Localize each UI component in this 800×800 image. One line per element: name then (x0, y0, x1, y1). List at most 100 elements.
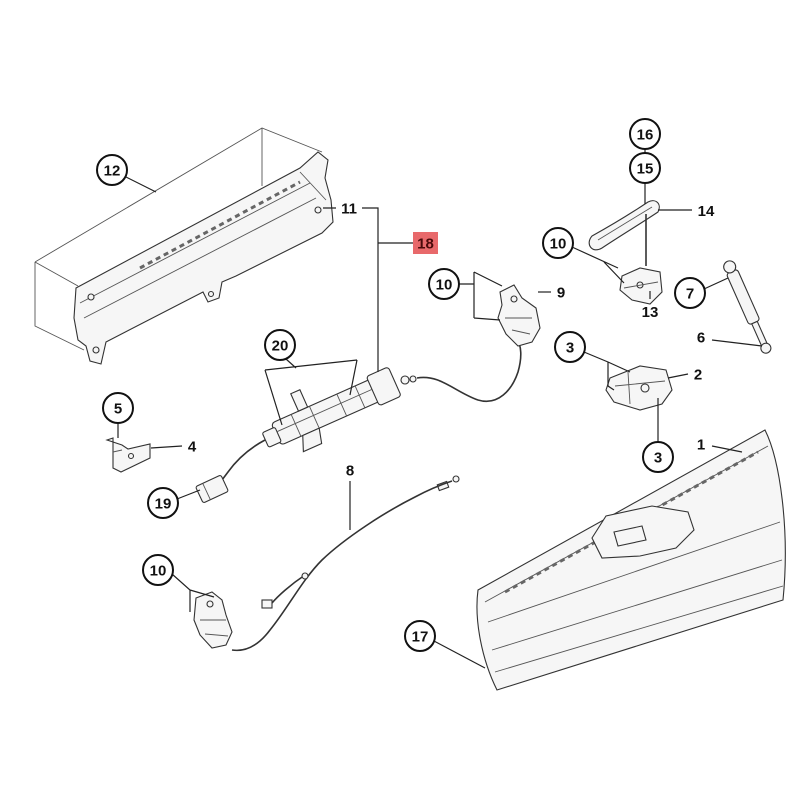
callout-16: 16 (629, 118, 661, 150)
callout-label: 16 (637, 127, 654, 144)
actuator-clip (290, 388, 309, 412)
cable-branch (271, 574, 306, 604)
callout-circle (428, 268, 460, 300)
callout-label: 3 (654, 450, 662, 467)
callout-circle (542, 227, 574, 259)
part-lock-bracket (605, 365, 673, 411)
strut-end-bottom (760, 342, 772, 354)
leader-3-upper (583, 351, 631, 391)
cable-clip (301, 572, 309, 580)
callout-label: 20 (272, 338, 289, 355)
leader-11 (323, 207, 379, 372)
callout-label: 4 (188, 439, 197, 456)
leader-10-upper (458, 271, 503, 321)
callout-circle (142, 554, 174, 586)
part-cable-lower (231, 475, 460, 652)
highlight-box (413, 232, 438, 254)
actuator-plug (262, 427, 282, 448)
callout-15: 15 (629, 152, 661, 184)
actuator-ribs (276, 385, 373, 437)
leader-10-middle (571, 246, 625, 284)
leader-1 (711, 445, 743, 453)
plate-hole (207, 290, 215, 298)
leader-10-lower (171, 573, 215, 612)
cable-end-ball (452, 475, 460, 483)
small-bracket-hole (127, 452, 135, 460)
lock-bracket-detail (614, 371, 666, 405)
callout-2: 2 (694, 367, 702, 384)
callout-circle (102, 392, 134, 424)
small-bracket-detail (112, 449, 123, 453)
plate-hole (92, 346, 100, 354)
part-latch-lower (193, 591, 233, 649)
callout-label: 10 (436, 277, 453, 294)
callout-circle (629, 152, 661, 184)
callout-9: 9 (557, 285, 565, 302)
part-strut (723, 260, 772, 354)
cable-branch-plug (261, 599, 273, 609)
callout-circle (264, 329, 296, 361)
callout-label: 14 (698, 203, 715, 220)
part-tray-bracket (34, 127, 334, 365)
callout-11: 11 (341, 201, 357, 218)
trim-panel-body (476, 429, 786, 691)
callout-label: 5 (114, 401, 122, 418)
callout-circle (554, 331, 586, 363)
callout-19: 19 (147, 487, 179, 519)
callout-13: 13 (642, 304, 659, 321)
lower-latch-detail (200, 619, 229, 637)
leader-7 (703, 277, 729, 290)
callout-6: 6 (697, 330, 705, 347)
callout-10-lower: 10 (142, 554, 174, 586)
part-latch-upper (497, 284, 541, 347)
part-connector (195, 475, 229, 503)
callout-5: 5 (102, 392, 134, 424)
callout-17: 17 (404, 620, 436, 652)
latch-bolt (510, 295, 518, 303)
handle-highlight (597, 206, 653, 241)
callout-10-middle: 10 (542, 227, 574, 259)
plate-rib-pattern (139, 180, 301, 270)
leader-2 (667, 373, 689, 379)
hinge-detail (623, 281, 659, 289)
leader-6 (711, 339, 763, 347)
callout-label: 2 (694, 367, 702, 384)
strut-end-top (723, 260, 737, 274)
callout-14: 14 (698, 203, 715, 220)
callout-8: 8 (346, 463, 354, 480)
callout-label: 9 (557, 285, 565, 302)
callout-circle (629, 118, 661, 150)
connector-seam (202, 483, 211, 500)
callout-3-lower: 3 (642, 441, 674, 473)
callout-label: 18 (417, 236, 434, 253)
callout-label: 12 (104, 163, 121, 180)
callout-label: 8 (346, 463, 354, 480)
callout-label: 3 (566, 340, 574, 357)
part-small-bracket (105, 437, 151, 473)
handle-recess-opening (613, 525, 647, 547)
plate-hole (314, 206, 322, 214)
callout-20: 20 (264, 329, 296, 361)
lower-latch-bolt (206, 600, 214, 608)
leader-20 (264, 358, 358, 426)
callout-label: 7 (686, 286, 694, 303)
tray-outline (34, 127, 323, 351)
part-actuator (262, 367, 401, 453)
callout-10-upper: 10 (428, 268, 460, 300)
callout-circle (404, 620, 436, 652)
leader-12 (125, 176, 157, 193)
part-trim-panel (476, 429, 786, 691)
callout-circle (147, 487, 179, 519)
callout-circle (96, 154, 128, 186)
release-cable (416, 337, 522, 403)
lock-bracket-body (605, 365, 673, 411)
callout-label: 10 (150, 563, 167, 580)
callout-7: 7 (674, 277, 706, 309)
latch-body (497, 284, 541, 347)
callout-18-highlighted: 18 (413, 232, 438, 254)
leader-19 (176, 489, 201, 500)
part-hinge (619, 267, 663, 305)
callout-label: 13 (642, 304, 659, 321)
